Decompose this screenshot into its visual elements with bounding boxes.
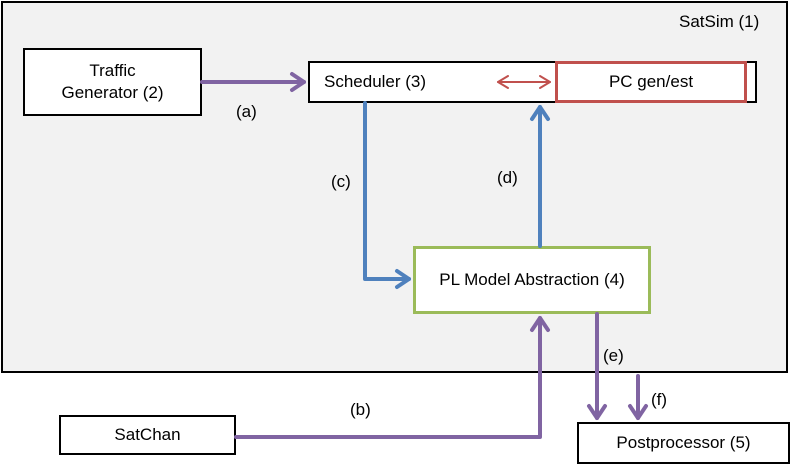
edge-c-label: (c) xyxy=(331,172,351,191)
postprocessor-node[interactable]: Postprocessor (5) xyxy=(577,422,790,464)
edge-e-label: (e) xyxy=(603,346,624,365)
edge-a xyxy=(200,72,306,92)
edge-sched-pc xyxy=(497,75,551,89)
traffic-generator-node[interactable]: Traffic Generator (2) xyxy=(23,48,202,116)
satchan-node[interactable]: SatChan xyxy=(59,415,236,455)
edge-b xyxy=(234,316,550,439)
edge-a-label: (a) xyxy=(236,102,257,121)
pc-gen-est-node[interactable]: PC gen/est xyxy=(555,61,747,103)
edge-c xyxy=(363,101,411,289)
pl-model-abstraction-node[interactable]: PL Model Abstraction (4) xyxy=(413,246,651,314)
satsim-label: SatSim (1) xyxy=(679,12,760,31)
edge-f xyxy=(628,374,648,420)
edge-b-label: (b) xyxy=(350,400,371,419)
edge-f-label: (f) xyxy=(651,390,668,409)
edge-d xyxy=(530,105,550,248)
edge-e xyxy=(587,312,607,420)
edge-d-label: (d) xyxy=(497,168,518,187)
